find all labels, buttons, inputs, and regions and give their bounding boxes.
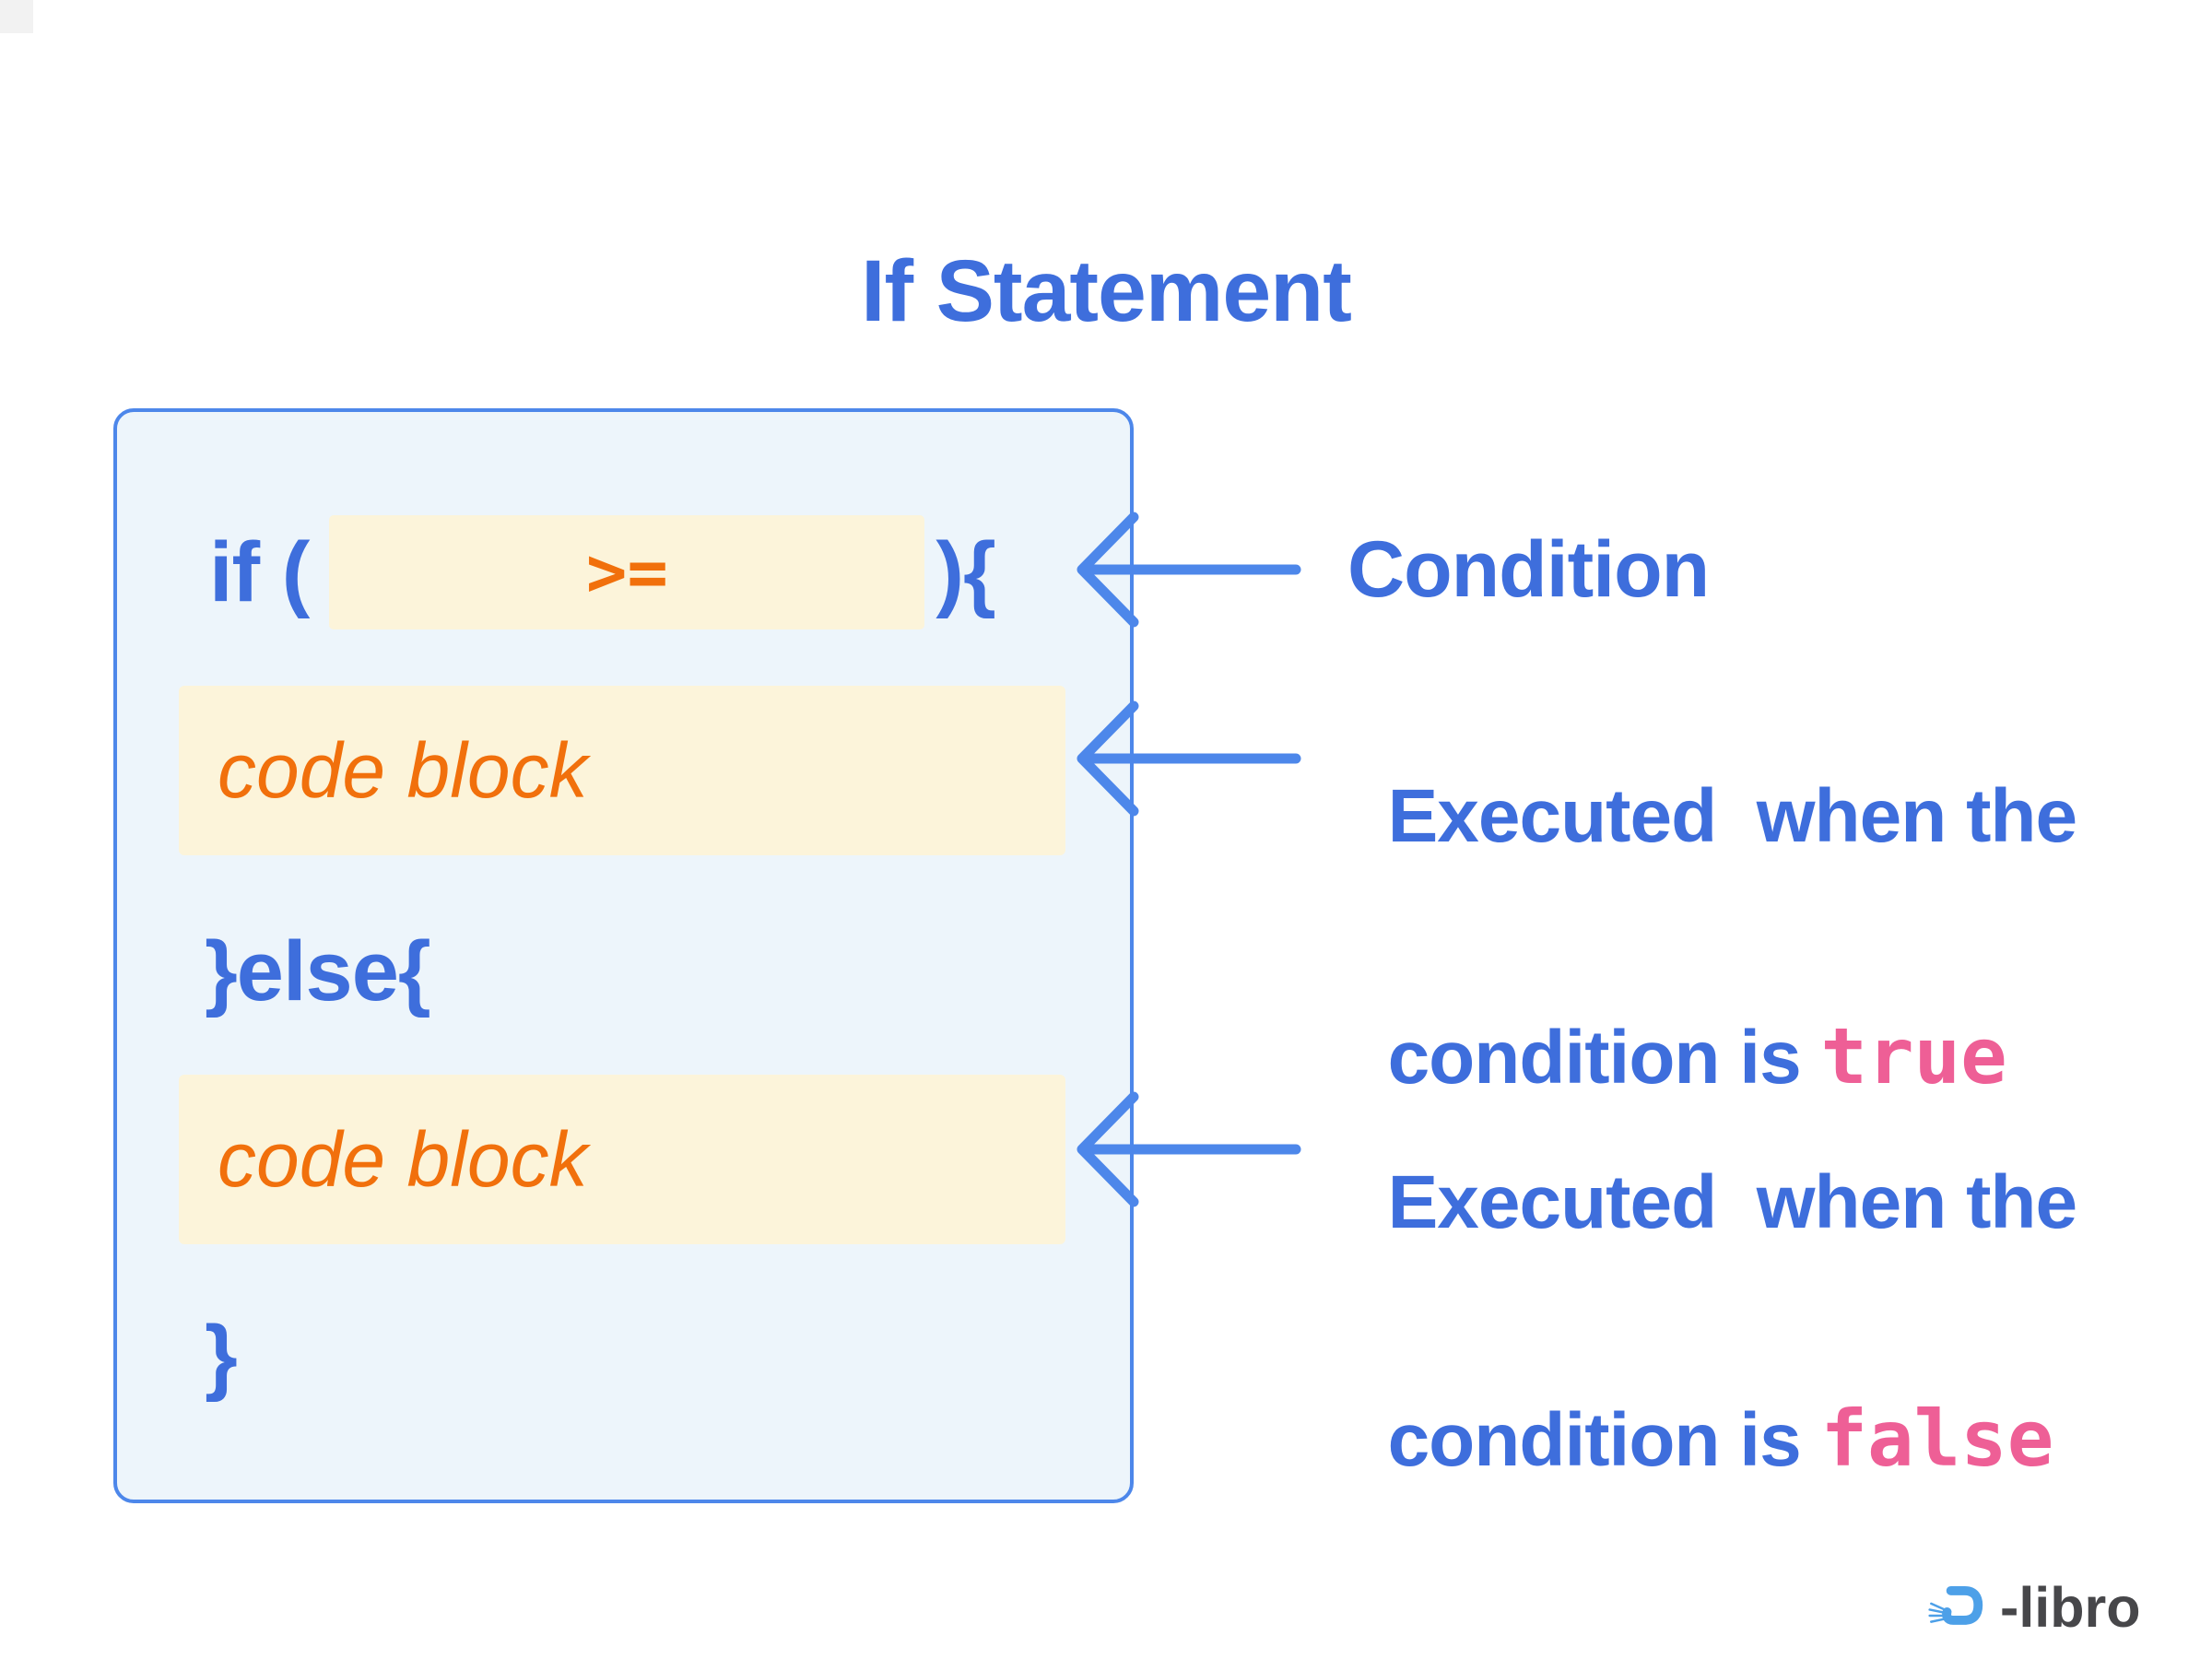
true-branch-highlight-band: code block (179, 686, 1065, 855)
false-annotation-line1: Executed when the (1387, 1160, 2078, 1244)
comparison-operator: >= (585, 533, 668, 612)
false-branch-highlight-band: code block (179, 1075, 1065, 1244)
true-keyword: true (1820, 1011, 2007, 1101)
arrow-left-icon (1073, 1089, 1305, 1209)
true-branch-annotation: Executed when the condition is true (1347, 637, 2078, 1118)
code-line-closing-brace: } (205, 1299, 238, 1413)
d-libro-logo: -libro (1928, 1572, 2140, 1642)
arrow-left-icon (1073, 699, 1305, 818)
logo-text: -libro (2000, 1576, 2141, 1639)
false-branch-code-label: code block (218, 1115, 588, 1203)
closing-brace: } (205, 1308, 238, 1403)
corner-artifact (0, 0, 33, 33)
if-line-suffix: ){ (935, 524, 995, 619)
else-keyword: }else{ (205, 924, 431, 1018)
false-annotation-line2-prefix: condition is (1387, 1398, 1821, 1482)
condition-label: Condition (1347, 525, 1710, 614)
d-libro-book-icon (1928, 1577, 1996, 1638)
true-annotation-line2-prefix: condition is (1387, 1016, 1821, 1100)
true-annotation-line1: Executed when the (1387, 774, 2078, 858)
code-line-if: if ( >= ){ (209, 515, 996, 629)
if-line-prefix: if ( (209, 524, 310, 619)
page-title: If Statement (861, 241, 1352, 340)
arrow-left-icon (1073, 510, 1305, 629)
condition-highlight-box: >= (329, 515, 925, 629)
code-line-else: }else{ (205, 914, 431, 1029)
false-keyword: false (1820, 1394, 2054, 1484)
code-box: if ( >= ){ code block }else{ code block … (113, 408, 1134, 1503)
true-branch-code-label: code block (218, 726, 588, 814)
false-branch-annotation: Executed when the condition is false (1347, 1026, 2078, 1500)
